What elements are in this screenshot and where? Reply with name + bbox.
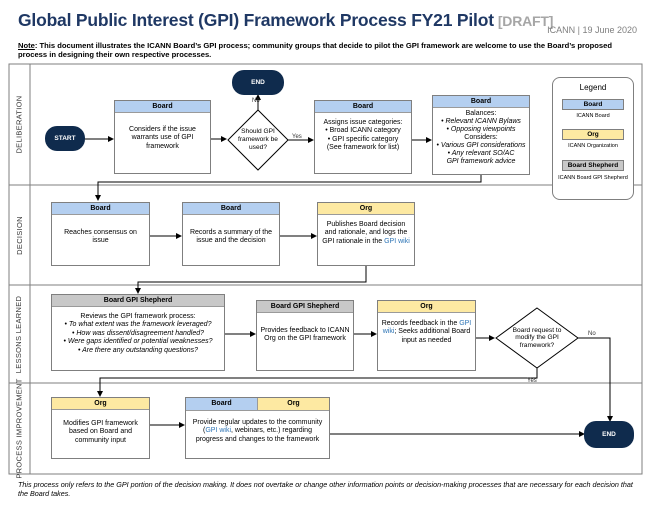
note: Note: This document illustrates the ICAN… — [18, 41, 612, 59]
page-title: Global Public Interest (GPI) Framework P… — [18, 10, 554, 30]
doc-meta: ICANN | 19 June 2020 — [547, 25, 637, 35]
arrow-balances-to-consensus — [95, 175, 482, 201]
label-no-bottom: No — [588, 331, 596, 337]
arrow-yes-to-modify — [97, 368, 538, 397]
box-board-considers: Board Considers if the issue warrants us… — [114, 100, 211, 174]
updates-head-board: Board — [186, 398, 258, 410]
box-org-records-feedback: Org Records feedback in the GPI wiki; Se… — [377, 300, 476, 371]
box-org-publishes: Org Publishes Board decision and rationa… — [317, 202, 415, 266]
lane-deliberation: DELIBERATION — [14, 95, 24, 154]
lane-decision: DECISION — [14, 215, 24, 255]
draft-badge: [DRAFT] — [497, 13, 554, 29]
swimlane-frame — [8, 63, 643, 475]
end-terminal-top: END — [232, 70, 284, 95]
legend-board-caption: ICANN Board — [576, 113, 610, 119]
label-yes-top: Yes — [292, 134, 302, 140]
gpi-wiki-link[interactable]: GPI wiki — [384, 237, 410, 245]
gpi-wiki-link[interactable]: GPI wiki — [382, 320, 472, 336]
arrow-publish-to-review — [135, 266, 367, 294]
box-board-balances: Board Balances: • Relevant ICANN Bylaws … — [432, 95, 530, 175]
box-shepherd-reviews: Board GPI Shepherd Reviews the GPI frame… — [51, 294, 225, 371]
updates-head-org: Org — [258, 398, 329, 410]
label-yes-bottom: Yes — [527, 378, 537, 384]
decision-diamond-gpi — [227, 109, 289, 171]
legend: Legend Board ICANN Board Org ICANN Organ… — [552, 77, 634, 200]
lane-lessons-learned: LESSONS LEARNED — [14, 295, 24, 373]
box-board-assigns: Board Assigns issue categories: • Broad … — [314, 100, 412, 174]
lane-process-improvement: PROCESS IMPROVEMENT — [14, 378, 24, 479]
legend-shepherd-chip: Board Shepherd — [562, 160, 624, 171]
label-no-top: No — [252, 98, 260, 104]
box-board-consensus: Board Reaches consensus on issue — [51, 202, 150, 266]
legend-org-caption: ICANN Organization — [568, 143, 618, 149]
box-org-modifies: Org Modifies GPI framework based on Boar… — [51, 397, 150, 459]
gpi-wiki-link[interactable]: GPI wiki — [205, 427, 232, 435]
box-board-org-updates: Board Org Provide regular updates to the… — [185, 397, 330, 459]
decision-text-modify: Board request to modify the GPI framewor… — [512, 326, 562, 349]
legend-org-chip: Org — [562, 129, 624, 140]
legend-shepherd-caption: ICANN Board GPI Shepherd — [558, 175, 628, 181]
start-terminal: START — [45, 126, 85, 151]
arrow-no-to-end-bottom — [578, 337, 613, 422]
legend-title: Legend — [579, 83, 607, 92]
footer-note: This process only refers to the GPI port… — [18, 480, 633, 498]
decision-text-gpi: Should GPI framework be used? — [238, 128, 278, 151]
box-shepherd-feedback: Board GPI Shepherd Provides feedback to … — [256, 300, 354, 371]
end-terminal-bottom: END — [584, 421, 634, 448]
box-board-records: Board Records a summary of the issue and… — [182, 202, 280, 266]
legend-board-chip: Board — [562, 99, 624, 110]
